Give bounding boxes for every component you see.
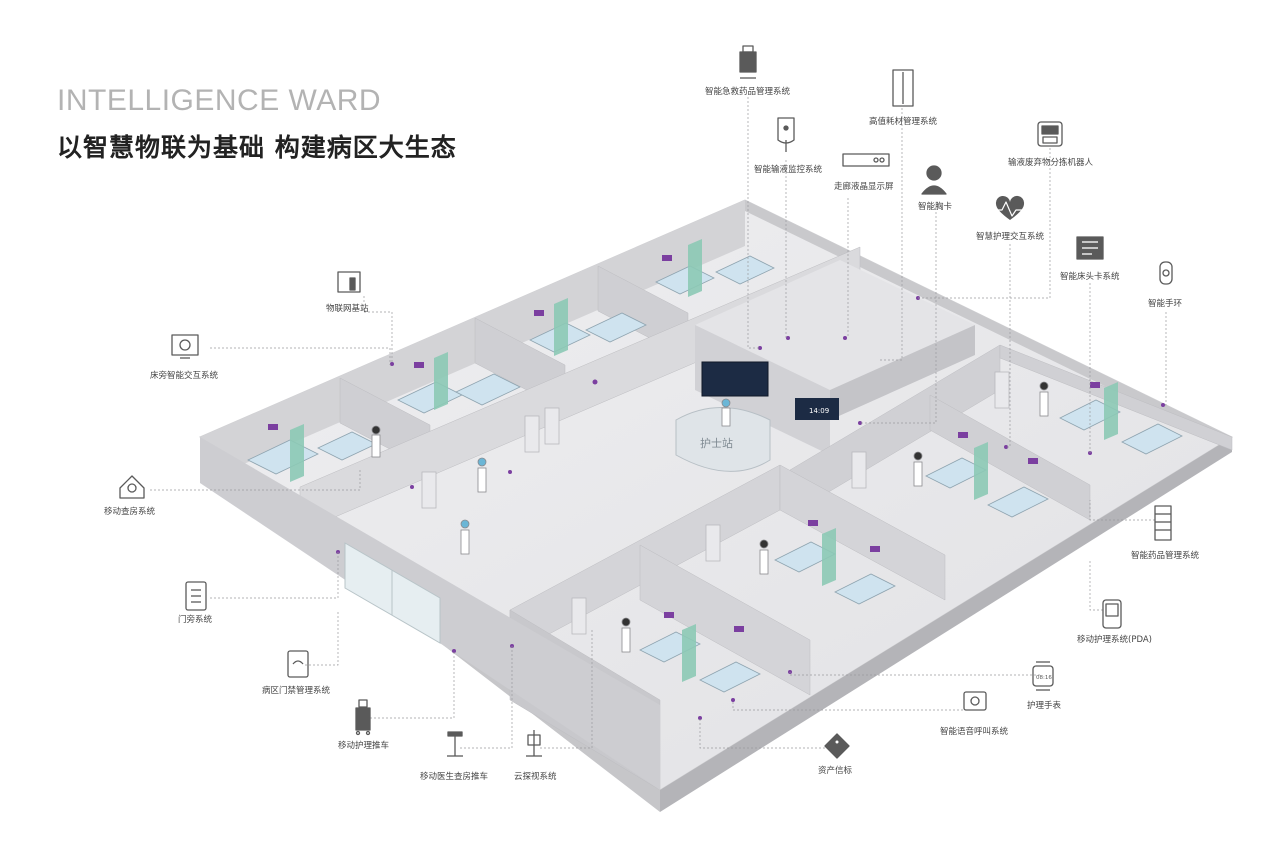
access-control-icon	[287, 650, 309, 678]
page-title-cn: 以智慧物联为基础 构建病区大生态	[57, 133, 457, 162]
leader-lines	[150, 97, 1167, 749]
label-doctor-cart: 移动医生查房推车	[420, 772, 489, 782]
mobile-rounds-icon	[119, 475, 145, 499]
label-pda: 移动护理系统(PDA)	[1077, 635, 1152, 645]
doors	[421, 371, 1010, 635]
label-waste-robot: 输液废弃物分拣机器人	[1008, 158, 1094, 168]
label-mobile-rounds: 移动查房系统	[104, 507, 156, 517]
emergency-drug-cart-icon	[739, 45, 757, 79]
label-drug-mgmt: 智能药品管理系统	[1131, 551, 1200, 561]
label-bedhead-card: 智能床头卡系统	[1060, 272, 1120, 282]
nurse-station: 护士站 14:09	[675, 361, 839, 472]
doctor-cart-icon	[447, 731, 463, 757]
drug-cabinet-icon	[1154, 505, 1172, 541]
waste-robot-icon	[1037, 121, 1063, 147]
label-bedside: 床旁智能交互系统	[150, 371, 219, 381]
label-emergency-drug: 智能急救药品管理系统	[705, 87, 791, 97]
label-nursing-cart: 移动护理推车	[338, 741, 390, 751]
corridor-screen-time: 14:09	[809, 407, 829, 415]
nursing-watch-icon	[1032, 661, 1054, 691]
label-badge: 智能胸卡	[918, 202, 953, 212]
smart-badge-icon	[921, 165, 947, 195]
label-asset-tag: 资产信标	[818, 766, 853, 776]
label-high-value: 高值耗材管理系统	[869, 117, 938, 127]
label-corridor-lcd: 走廊液晶显示屏	[834, 182, 894, 192]
nurse-station-display	[701, 361, 769, 397]
watch-display-text: 08:16	[1036, 675, 1052, 681]
nurse-station-sign: 护士站	[700, 436, 733, 450]
label-door-side: 门旁系统	[178, 615, 213, 625]
staff-figures	[371, 381, 1049, 653]
smart-bracelet-icon	[1159, 261, 1173, 285]
label-cloud-visit: 云探视系统	[514, 772, 557, 782]
label-iot-base: 物联网基站	[326, 304, 369, 314]
front-wall	[200, 437, 660, 790]
bedside-terminal-icon	[171, 334, 199, 359]
label-nursing-interaction: 智慧护理交互系统	[976, 232, 1045, 242]
lcd-display-icon	[842, 153, 890, 167]
bedhead-card-icon	[1076, 236, 1104, 260]
asset-tag-icon	[824, 733, 850, 759]
iot-base-station-icon	[337, 271, 361, 293]
label-bracelet: 智能手环	[1148, 299, 1183, 309]
infusion-bag-icon	[777, 117, 795, 152]
voice-call-icon	[963, 691, 987, 711]
high-value-cabinet-icon	[892, 69, 914, 107]
pda-icon	[1102, 599, 1122, 629]
label-nursing-watch: 护理手表	[1027, 701, 1062, 711]
label-infusion: 智能输液监控系统	[754, 165, 823, 175]
patient-beds	[247, 239, 1183, 693]
nursing-cart-icon	[355, 699, 371, 736]
label-access: 病区门禁管理系统	[262, 686, 331, 696]
door-side-panel-icon	[185, 581, 207, 611]
heart-monitor-icon	[994, 195, 1026, 220]
label-voice-call: 智能语音呼叫系统	[940, 727, 1009, 737]
corridor-screen	[795, 398, 839, 420]
cloud-visit-stand-icon	[526, 730, 542, 757]
page-title-en: INTELLIGENCE WARD	[57, 84, 382, 117]
